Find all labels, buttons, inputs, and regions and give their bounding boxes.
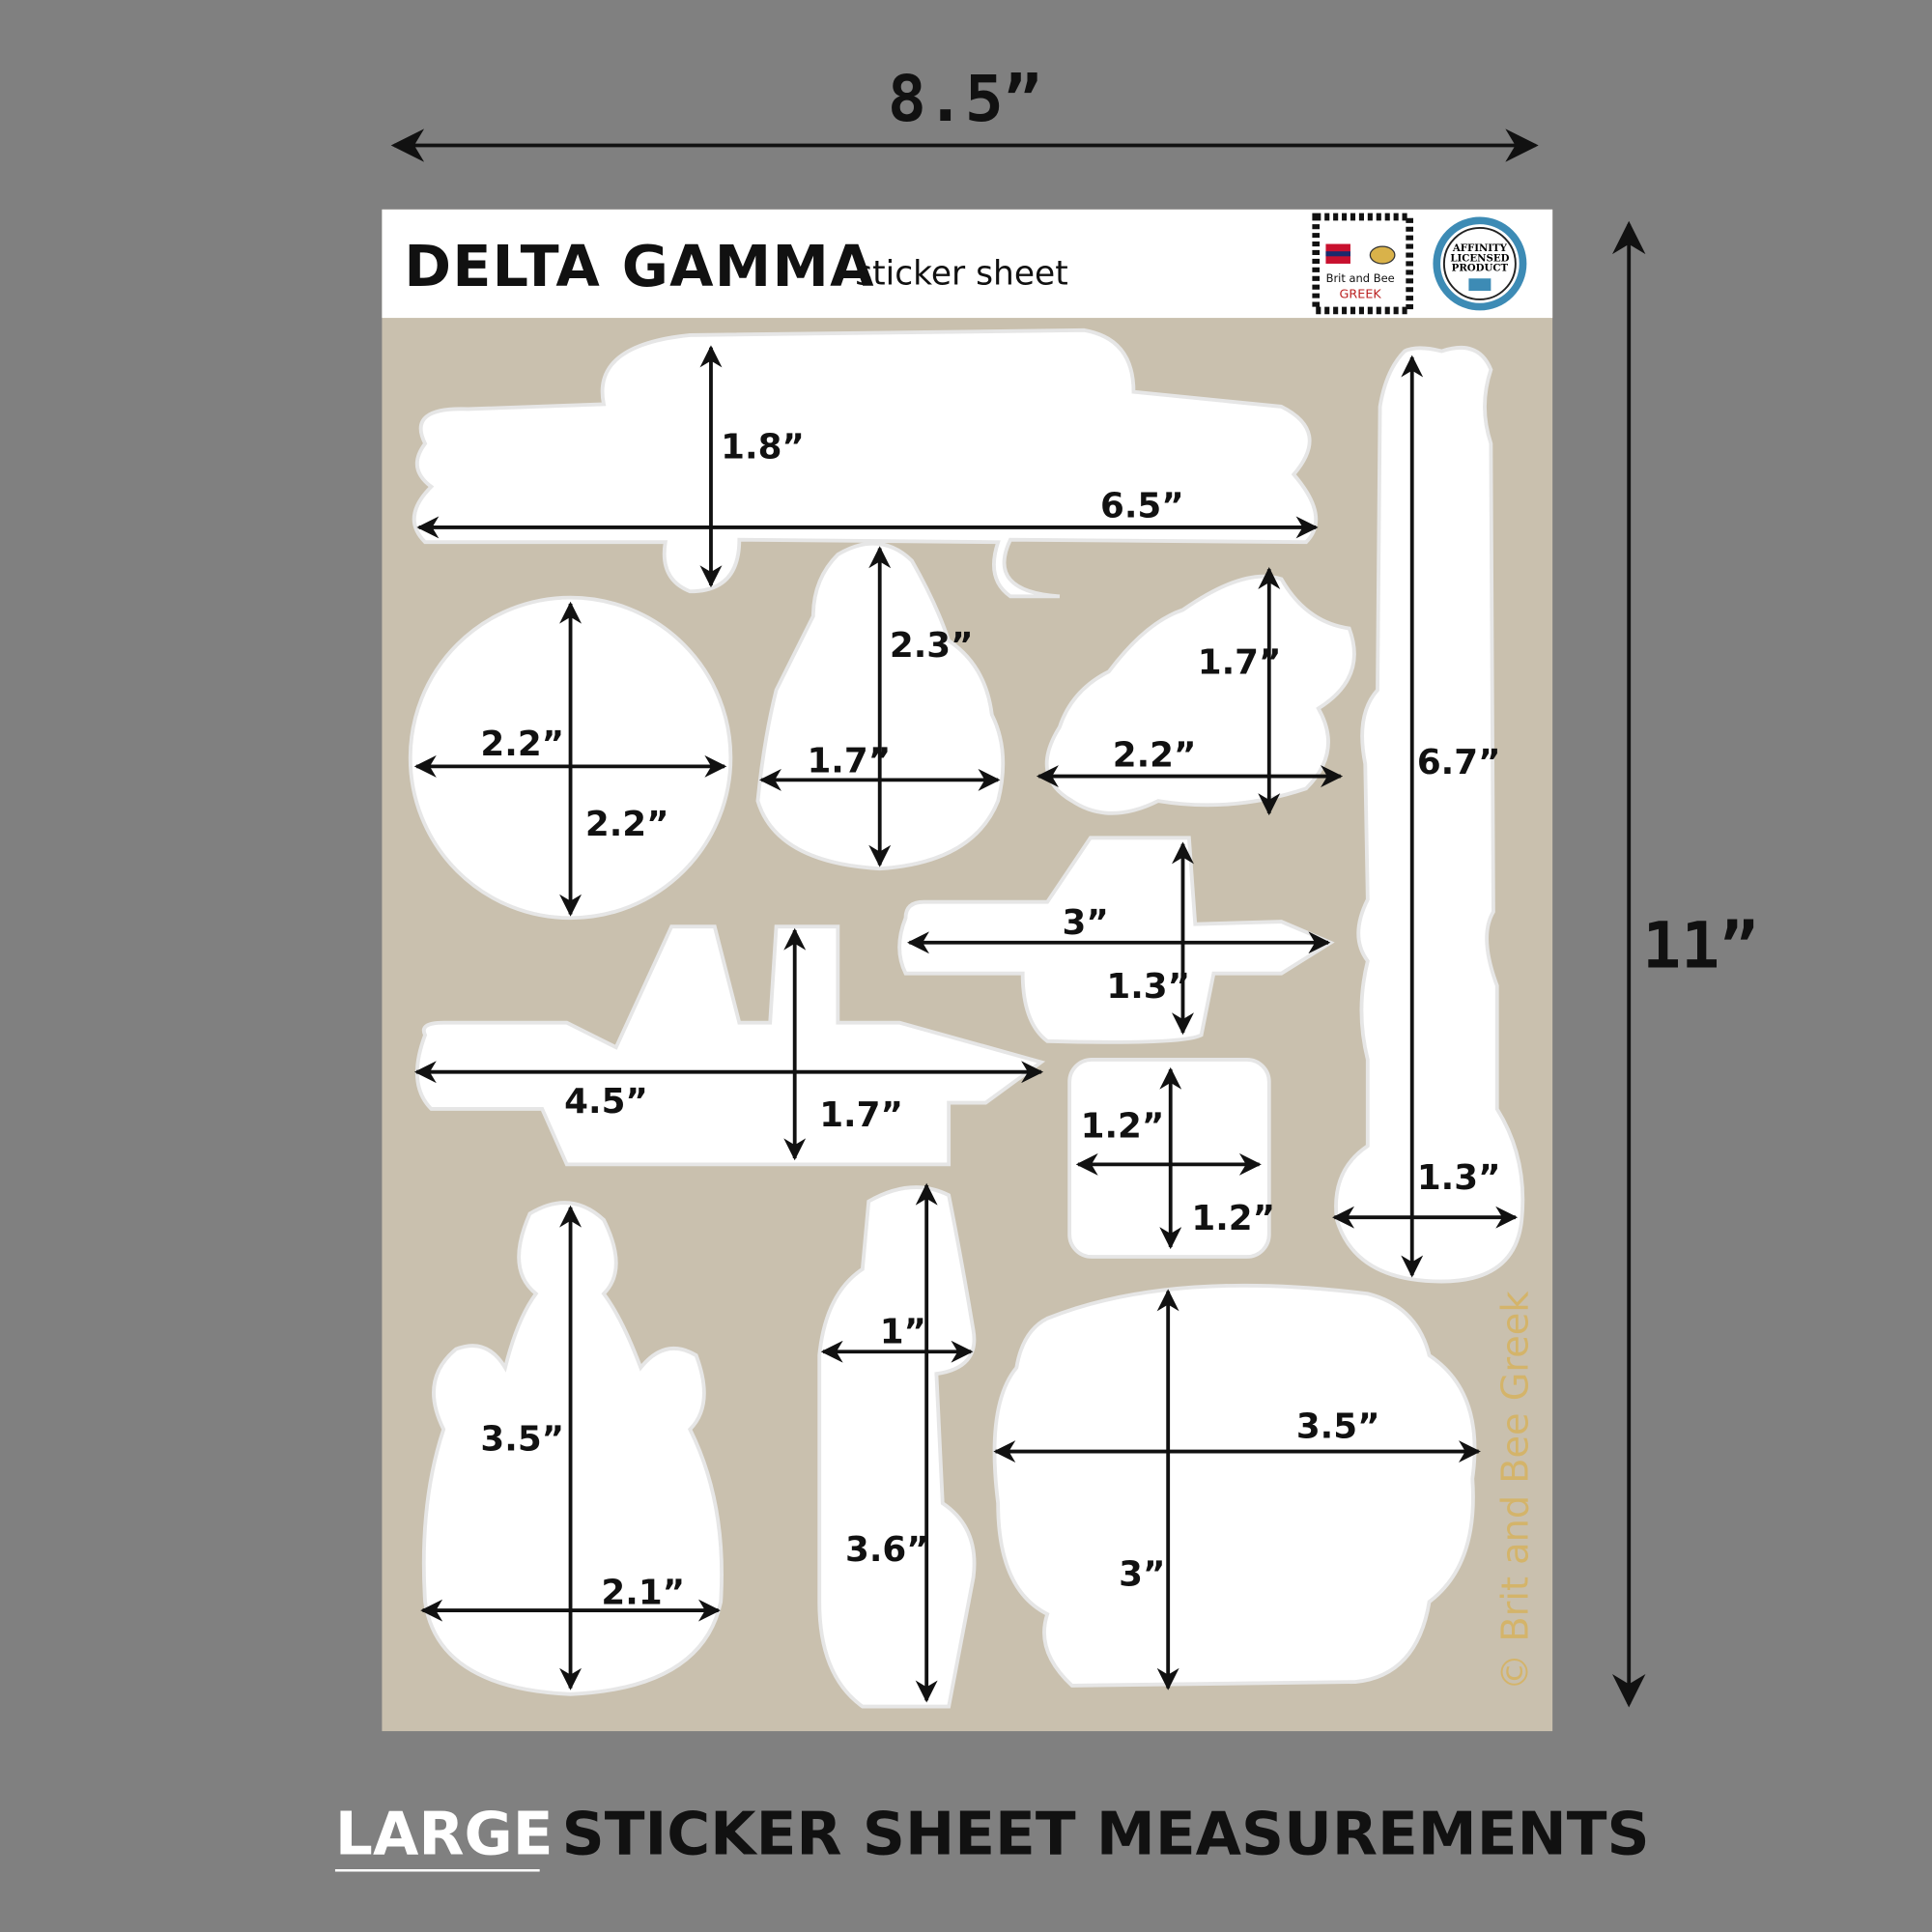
svg-text:GREEK: GREEK	[1340, 288, 1382, 302]
svg-text:Brit and Bee: Brit and Bee	[1326, 271, 1395, 285]
height-label: 1.2”	[1191, 1199, 1275, 1238]
height-label: 6.7”	[1417, 743, 1501, 782]
height-label: 3”	[1119, 1555, 1165, 1595]
width-label: 3.5”	[1296, 1407, 1380, 1447]
width-label: 2.1”	[601, 1574, 685, 1613]
height-label: 2.2”	[585, 805, 669, 844]
sticker-banner: 6.5” 1.8”	[412, 327, 1319, 599]
svg-text:PRODUCT: PRODUCT	[1452, 263, 1509, 274]
sheet-title: DELTA GAMMA	[404, 234, 874, 299]
width-label: 3”	[1062, 903, 1108, 943]
brit-and-bee-logo: Brit and Bee GREEK	[1312, 213, 1414, 315]
sticker-circle: 2.2” 2.2”	[408, 595, 733, 921]
width-label: 2.2”	[480, 724, 564, 764]
watermark: © Brit and Bee Greek	[1494, 1291, 1538, 1690]
height-label: 1.8”	[721, 427, 805, 467]
height-label: 2.3”	[890, 626, 974, 666]
width-label: 1.3”	[1417, 1158, 1501, 1198]
svg-text:AFFINITY: AFFINITY	[1452, 242, 1508, 254]
sticker-narrow: 1” 3.6”	[817, 1182, 977, 1709]
width-label: 4.5”	[564, 1082, 648, 1122]
footer-text: STICKER SHEET MEASUREMENTS	[562, 1801, 1650, 1869]
width-label: 1”	[880, 1312, 926, 1351]
footer-highlight: LARGE	[335, 1801, 554, 1869]
height-label: 1.3”	[1106, 967, 1190, 1007]
height-label: 1.7”	[1198, 643, 1282, 683]
sticker-large-arrow: 4.5” 1.7”	[413, 924, 1046, 1167]
width-label: 2.2”	[1113, 735, 1197, 775]
sticker-square: 1.2” 1.2”	[1067, 1058, 1275, 1259]
sheet-subtitle: sticker sheet	[855, 255, 1068, 294]
sticker-small-arrow: 3” 1.3”	[897, 836, 1335, 1044]
affinity-licensed-logo: AFFINITY LICENSED PRODUCT	[1433, 216, 1527, 311]
sheet-width-label: 8.5”	[888, 61, 1042, 136]
width-label: 1.2”	[1081, 1106, 1165, 1146]
sticker-shape	[1334, 346, 1525, 1284]
width-label: 1.7”	[807, 742, 891, 781]
sticker-shape	[992, 1283, 1477, 1688]
sticker-bottom-left: 2.1” 3.5”	[420, 1201, 724, 1696]
svg-text:LICENSED: LICENSED	[1450, 252, 1509, 264]
height-label: 1.7”	[819, 1095, 903, 1135]
sticker-round-blob: 3.5” 3”	[992, 1283, 1481, 1690]
sticker-long-vertical: 1.3” 6.7”	[1332, 346, 1525, 1284]
sticker-tall-shape: 1.7” 2.3”	[755, 541, 1006, 871]
height-label: 3.5”	[480, 1419, 564, 1459]
width-label: 6.5”	[1100, 487, 1184, 526]
sticker-side-shape: 2.2” 1.7”	[1036, 566, 1356, 816]
sheet-height-label: 11”	[1642, 907, 1758, 982]
height-label: 3.6”	[845, 1530, 929, 1570]
